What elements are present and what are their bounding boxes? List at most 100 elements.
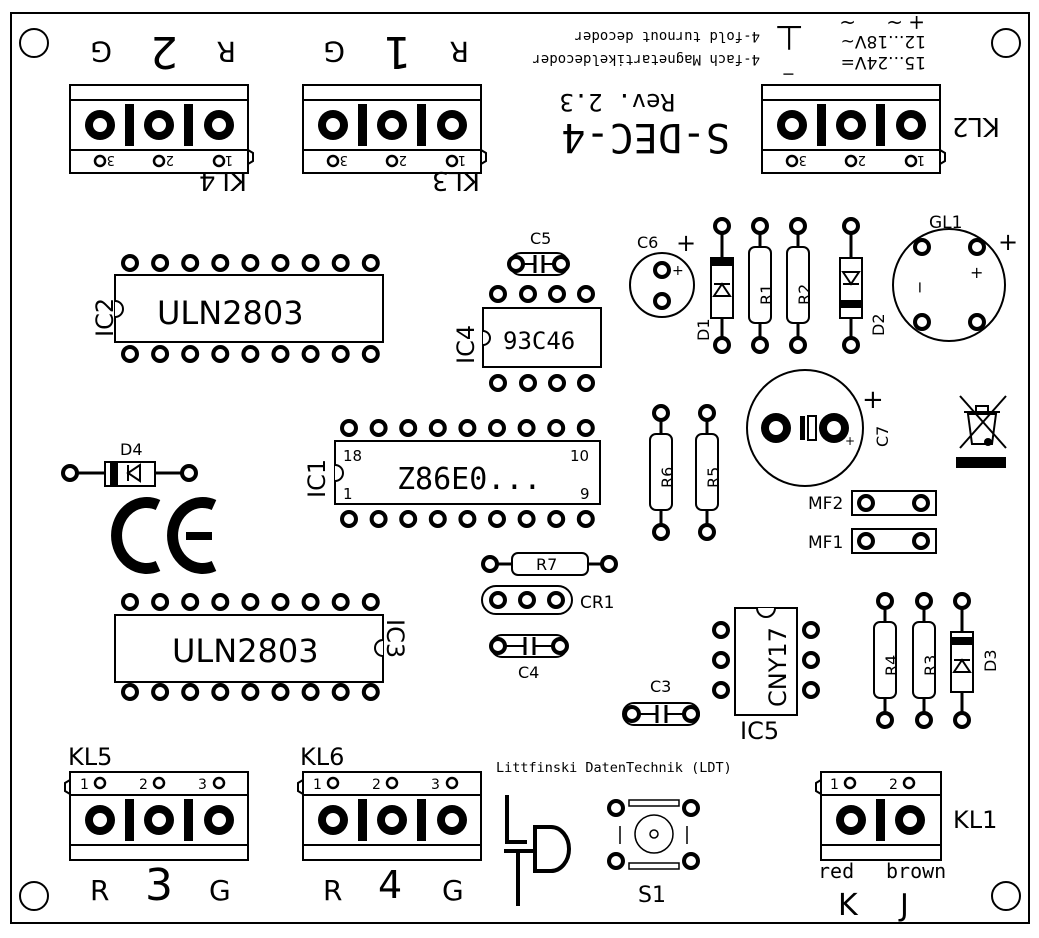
ic1-pin-pad [517,510,536,528]
resistor-r4: R4 [873,592,901,729]
ic2-pin-pad [151,345,170,363]
ic1-chip: Z86E0... 18 1 10 9 IC1 [303,419,601,528]
ic1-pin-pad [488,419,506,437]
ground-symbol: ⊥ [774,17,804,57]
kl4-label: KL4 [199,165,247,195]
c7-plus-inner: + [845,434,855,448]
ic5-part: CNY17 [764,627,792,707]
ic2-pin-pad [241,345,260,363]
ic2-chip: ULN2803 IC2 [91,254,384,363]
jumper-mf2: MF2 [808,490,937,516]
d2-label: D2 [869,314,888,337]
jumper-mf1: MF1 [808,528,937,554]
ic4-chip: 93C46 IC4 [452,285,602,392]
power-ac-range: 12...18V~ [841,31,926,51]
ic2-pin-pad [121,345,139,363]
kl1-letter-k: K [838,888,859,923]
ic3-pin-pad [301,593,320,611]
ic2-pin-pad [151,254,170,272]
kl2-pin-2: 2 [858,152,866,167]
mounting-hole-br [991,881,1021,911]
kl1-wire-red: red [818,859,854,883]
ic1-pin18: 18 [343,447,362,465]
r6-label: R6 [658,467,677,488]
kl6-pin-3: 3 [431,777,440,793]
kl1-pin-1: 1 [830,777,839,793]
power-minus: − [782,65,795,84]
capacitor-c5: C5 [507,229,570,276]
ic3-pin-pad [241,683,260,701]
r1-label: R1 [757,284,776,305]
ic1-pin-pad [399,510,418,528]
kl4-pin-3: 3 [107,152,115,167]
ic3-pin-pad [361,683,380,701]
power-ac1: ~ [886,11,903,35]
ic1-pin-pad [340,510,358,528]
ic1-pin-pad [399,419,418,437]
c7-plus: + [862,385,884,415]
kl5-label: KL5 [68,743,112,771]
mounting-hole-bl [19,881,49,911]
terminal-kl5: KL5 1 2 3 R 3 G [64,743,249,911]
ic3-pin-pad [271,683,290,701]
ic1-pin-pad [458,510,477,528]
diode-d2: D2 [839,217,888,354]
ic2-pin-pad [301,345,320,363]
ic1-pin-pad [428,510,447,528]
resistor-r5: R5 [695,404,723,541]
capacitor-c4: C4 [489,634,569,682]
kl3-letter-r: R [450,35,469,68]
board-revision: Rev. 2.3 [559,88,675,116]
kl1-label: KL1 [953,806,997,834]
r3-label: R3 [921,655,940,676]
ic3-pin-pad [211,683,230,701]
kl5-letter-g: G [209,874,231,907]
c6-plus-outer: + [676,229,696,257]
r5-label: R5 [704,467,723,488]
kl1-pin-2: 2 [889,777,898,793]
kl4-letter-r: R [217,35,236,68]
gl1-label: GL1 [929,213,962,233]
cr1-label: CR1 [580,593,615,613]
board-title: S-DEC-4 [561,114,730,160]
ic1-pin-pad [369,419,388,437]
ic1-label: IC1 [303,459,331,498]
terminal-kl2: 3 2 1 KL2 [761,84,1000,174]
terminal-kl3: 3 2 1 KL3 G 1 R [302,26,487,195]
ic2-pin-pad [361,254,380,272]
terminal-kl4: 3 2 1 KL4 G 2 R [69,26,254,195]
c6-label: C6 [637,233,658,252]
push-button-s1: S1 [607,799,700,908]
diode-d4: D4 [61,440,198,487]
ic3-pin-pad [181,593,200,611]
rectifier-gl1: GL1 + + − [892,213,1018,342]
mf2-label: MF2 [808,494,843,514]
ic3-pin-pad [331,593,350,611]
subtitle-en: 4-fold turnout decoder [575,28,760,44]
kl3-pin-3: 3 [340,152,348,167]
ic2-pin-pad [301,254,320,272]
ic3-part: ULN2803 [172,632,319,670]
ic3-pin-pad [271,593,290,611]
kl6-label: KL6 [300,743,344,771]
ic3-pin-pad [121,593,139,611]
ic5-label: IC5 [740,717,779,745]
ic3-pin-pad [361,593,380,611]
ce-mark [111,497,217,574]
diode-d3: D3 [950,592,1000,729]
kl2-pin-1: 1 [917,152,925,167]
kl6-letter-r: R [323,874,342,907]
kl1-letter-j: J [898,888,909,923]
subtitle-de: 4-fach Magnetartikeldecoder [532,51,760,67]
ic2-pin-pad [361,345,380,363]
power-plus: + [908,11,925,35]
ic2-part: ULN2803 [157,294,304,332]
ic1-pin-pad [517,419,536,437]
ic1-pin-pad [576,419,595,437]
kl6-pin-2: 2 [372,777,381,793]
ic3-pin-pad [241,593,260,611]
kl5-pin-1: 1 [80,777,89,793]
gl1-minus: − [910,281,929,294]
d1-label: D1 [694,319,713,342]
capacitor-c6: + C6 + [629,229,696,318]
